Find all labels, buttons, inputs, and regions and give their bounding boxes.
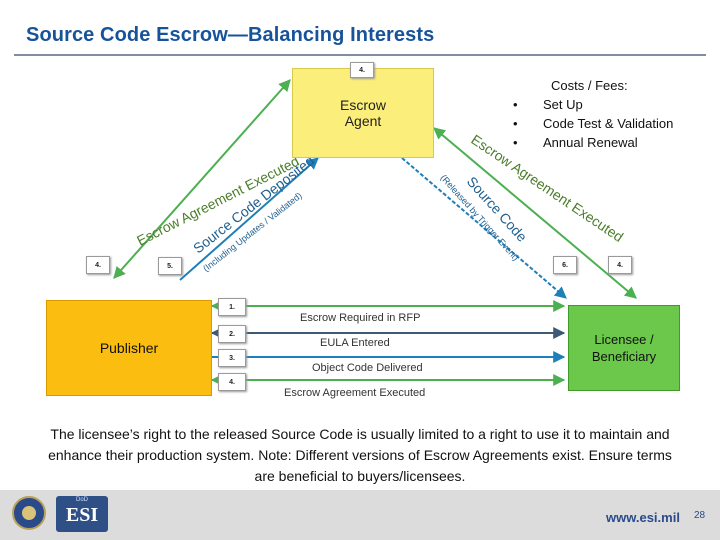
costs-item: •Annual Renewal	[513, 135, 638, 150]
label-eula: EULA Entered	[320, 337, 390, 349]
step-marker: 5.	[158, 257, 182, 275]
step-marker: 3.	[218, 349, 246, 367]
step-marker: 2.	[218, 325, 246, 343]
escrow-agent-box: Escrow Agent	[292, 68, 434, 158]
footer-url[interactable]: www.esi.mil	[606, 510, 680, 525]
step-marker: 4.	[608, 256, 632, 274]
arrow-escrow-licensee-agreement	[433, 127, 637, 299]
dod-seal-icon	[12, 496, 46, 530]
publisher-label: Publisher	[99, 340, 159, 356]
costs-panel: Costs / Fees: •Set Up •Code Test & Valid…	[513, 76, 673, 152]
costs-item: •Set Up	[513, 97, 583, 112]
label-object-code: Object Code Delivered	[312, 362, 423, 374]
label-rfp: Escrow Required in RFP	[300, 312, 421, 324]
step-marker: 4.	[86, 256, 110, 274]
label-agreement: Escrow Agreement Executed	[284, 387, 426, 399]
escrow-agent-label: Escrow Agent	[340, 97, 386, 129]
publisher-box: Publisher	[46, 300, 212, 396]
licensee-box: Licensee / Beneficiary	[568, 305, 680, 391]
page-number: 28	[694, 510, 706, 521]
esi-logo: DoD ESI	[56, 496, 108, 532]
costs-heading: Costs / Fees:	[551, 78, 628, 93]
arrow-publisher-escrow-agreement	[113, 79, 291, 279]
step-marker: 6.	[553, 256, 577, 274]
step-marker: 4.	[218, 373, 246, 391]
step-marker: 1.	[218, 298, 246, 316]
title-divider	[14, 54, 706, 56]
footer-bar	[0, 490, 720, 540]
costs-item: •Code Test & Validation	[513, 116, 674, 131]
licensee-label: Licensee / Beneficiary	[591, 332, 657, 364]
arrow-source-deposit	[179, 157, 319, 281]
page-title: Source Code Escrow—Balancing Interests	[26, 24, 435, 46]
step-marker: 4.	[350, 62, 374, 78]
summary-note: The licensee’s right to the released Sou…	[48, 426, 672, 484]
